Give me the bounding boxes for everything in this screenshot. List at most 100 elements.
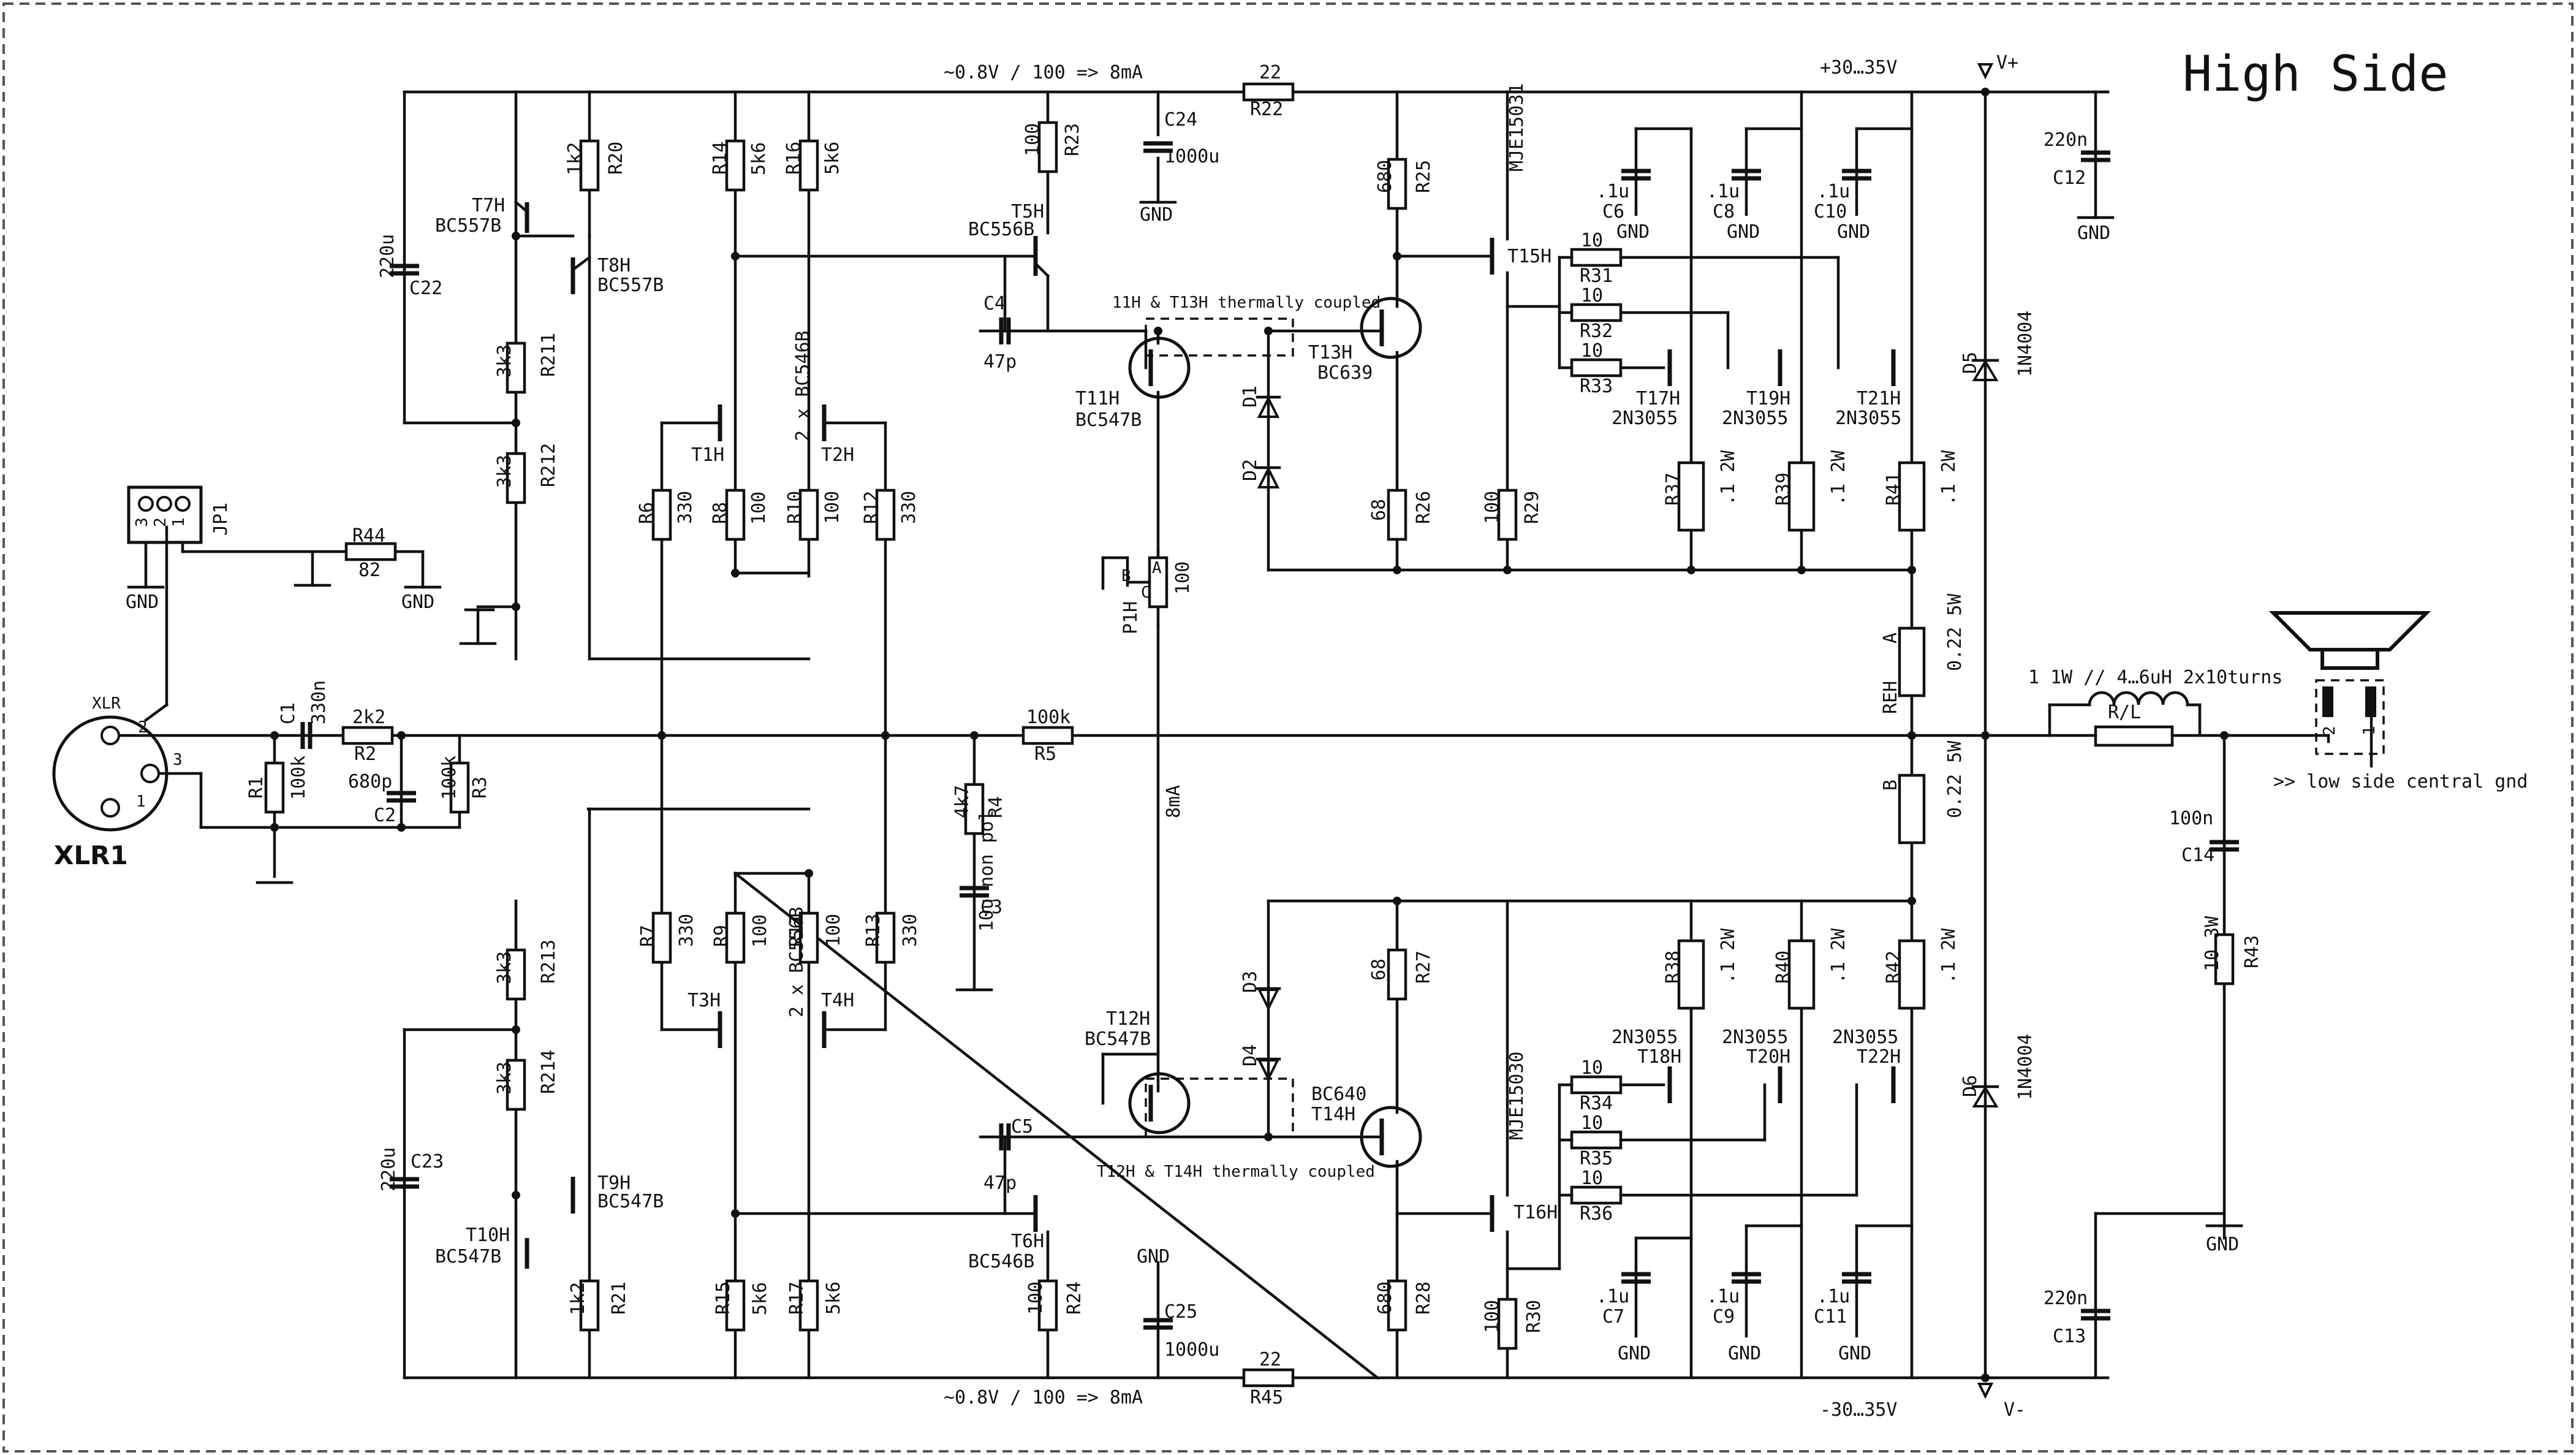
svg-text:MJE15030: MJE15030 — [1506, 1052, 1528, 1141]
sheet-title: High Side — [2183, 45, 2448, 102]
svg-text:C14: C14 — [2181, 845, 2214, 866]
svg-text:R37: R37 — [1662, 473, 1684, 506]
svg-text:10: 10 — [1581, 340, 1603, 362]
svg-text:R27: R27 — [1413, 951, 1434, 984]
svg-text:~0.8V / 100 => 8mA: ~0.8V / 100 => 8mA — [944, 62, 1143, 83]
svg-text:T9H: T9H — [597, 1172, 631, 1194]
svg-text:2: 2 — [138, 718, 148, 737]
svg-text:5k6: 5k6 — [749, 1282, 771, 1315]
svg-text:R211: R211 — [538, 333, 559, 377]
svg-text:XLR: XLR — [92, 694, 121, 713]
feedback-network: 100k R5 4k7 R4 C3 10u non pol — [952, 707, 1072, 992]
svg-text:R11: R11 — [786, 914, 808, 947]
svg-text:R13: R13 — [863, 914, 884, 947]
svg-text:T10H: T10H — [466, 1225, 510, 1246]
svg-text:D1: D1 — [1240, 386, 1261, 408]
svg-text:3k3: 3k3 — [494, 344, 515, 378]
bias-bottom: D3 D4 T12H BC547B T12H & T14H thermally … — [968, 897, 1914, 1408]
svg-text:3k3: 3k3 — [494, 455, 515, 488]
svg-text:330: 330 — [676, 914, 697, 947]
svg-text:R1: R1 — [246, 777, 267, 799]
svg-text:R6: R6 — [636, 502, 657, 524]
svg-text:~0.8V / 100 => 8mA: ~0.8V / 100 => 8mA — [944, 1387, 1143, 1408]
svg-text:1000u: 1000u — [1164, 1339, 1219, 1361]
svg-text:T15H: T15H — [1507, 246, 1551, 267]
svg-text:A: A — [1880, 633, 1901, 644]
svg-text:1: 1 — [136, 792, 146, 811]
svg-text:100: 100 — [749, 914, 771, 948]
svg-text:JP1: JP1 — [210, 503, 232, 536]
svg-text:.1u: .1u — [1817, 1286, 1850, 1307]
svg-text:T5H: T5H — [1011, 201, 1044, 222]
svg-text:GND: GND — [1837, 221, 1870, 243]
svg-text:R25: R25 — [1413, 160, 1434, 193]
svg-text:BC546B: BC546B — [968, 1251, 1034, 1272]
svg-text:C10: C10 — [1814, 201, 1847, 222]
svg-text:R42: R42 — [1883, 951, 1904, 984]
svg-text:.1u: .1u — [1817, 181, 1850, 202]
svg-text:R44: R44 — [352, 525, 385, 547]
svg-text:1: 1 — [2360, 726, 2379, 735]
current-source-bottom: 220u C23 3k3 R213 3k3 R214 1k2 R21 T9H B… — [378, 807, 811, 1380]
svg-text:T12H: T12H — [1106, 1008, 1150, 1030]
svg-text:GND: GND — [2206, 1234, 2239, 1255]
svg-text:680: 680 — [1374, 160, 1396, 193]
svg-text:1k2: 1k2 — [567, 1282, 589, 1315]
svg-text:.1u: .1u — [1596, 1286, 1629, 1307]
svg-text:.1 2W: .1 2W — [1718, 450, 1739, 506]
svg-text:47p: 47p — [983, 1172, 1017, 1194]
svg-text:T2H: T2H — [821, 444, 854, 466]
svg-text:R/L: R/L — [2108, 702, 2141, 723]
svg-text:R26: R26 — [1413, 491, 1434, 524]
svg-text:T14H: T14H — [1311, 1104, 1355, 1125]
svg-text:BC547B: BC547B — [1075, 409, 1142, 431]
svg-text:2N3055: 2N3055 — [1612, 408, 1678, 429]
input-filter: C1 330n R1 100k 2k2 R2 680p C2 100k R3 — [246, 680, 491, 883]
svg-text:D6: D6 — [1960, 1075, 1981, 1097]
svg-text:>> low side central gnd: >> low side central gnd — [2273, 771, 2528, 792]
svg-text:.1u: .1u — [1707, 181, 1740, 202]
svg-text:BC547B: BC547B — [1085, 1028, 1151, 1050]
svg-text:C7: C7 — [1602, 1306, 1624, 1328]
svg-text:10: 10 — [1581, 285, 1603, 306]
svg-text:R5: R5 — [1034, 743, 1056, 765]
svg-text:R214: R214 — [538, 1050, 559, 1094]
svg-text:1000u: 1000u — [1164, 146, 1219, 167]
svg-text:GND: GND — [1838, 1343, 1871, 1364]
svg-text:C1: C1 — [278, 702, 299, 724]
svg-text:10: 10 — [1581, 1057, 1603, 1079]
svg-text:D3: D3 — [1240, 971, 1261, 993]
svg-text:5k6: 5k6 — [822, 142, 843, 175]
svg-text:C24: C24 — [1164, 109, 1197, 131]
svg-text:BC639: BC639 — [1317, 362, 1373, 384]
svg-text:R40: R40 — [1773, 951, 1794, 984]
svg-text:10u non pol: 10u non pol — [976, 810, 998, 932]
svg-text:2: 2 — [2320, 726, 2339, 735]
svg-text:2N3055: 2N3055 — [1832, 1027, 1898, 1048]
svg-text:3: 3 — [173, 751, 183, 769]
svg-text:1N4004: 1N4004 — [2015, 1034, 2036, 1100]
svg-text:5k6: 5k6 — [823, 1282, 844, 1315]
svg-text:220u: 220u — [377, 234, 398, 278]
svg-text:R212: R212 — [538, 443, 559, 487]
svg-text:0.22 5W: 0.22 5W — [1944, 740, 1966, 818]
svg-text:C22: C22 — [409, 278, 442, 299]
svg-text:5k6: 5k6 — [748, 142, 770, 175]
svg-text:+30…35V: +30…35V — [1820, 57, 1897, 78]
svg-text:.1 2W: .1 2W — [1718, 928, 1739, 984]
svg-text:680p: 680p — [348, 771, 392, 792]
svg-text:3: 3 — [133, 517, 151, 527]
svg-text:22: 22 — [1259, 62, 1281, 83]
diff-pair-top: R14 5k6 R16 5k6 R8 100 R10 100 R6 330 R1… — [636, 90, 1037, 740]
svg-text:GND: GND — [1618, 1343, 1651, 1364]
svg-text:2k2: 2k2 — [352, 707, 385, 728]
svg-text:.1 2W: .1 2W — [1938, 450, 1960, 506]
svg-text:330: 330 — [898, 491, 920, 524]
svg-text:220n: 220n — [2044, 1288, 2088, 1309]
svg-text:C9: C9 — [1713, 1306, 1735, 1328]
svg-text:1N4004: 1N4004 — [2015, 311, 2036, 377]
svg-text:.1 2W: .1 2W — [1828, 928, 1849, 984]
svg-text:T12H & T14H thermally coupled: T12H & T14H thermally coupled — [1097, 1163, 1375, 1181]
svg-text:T20H: T20H — [1746, 1046, 1790, 1068]
